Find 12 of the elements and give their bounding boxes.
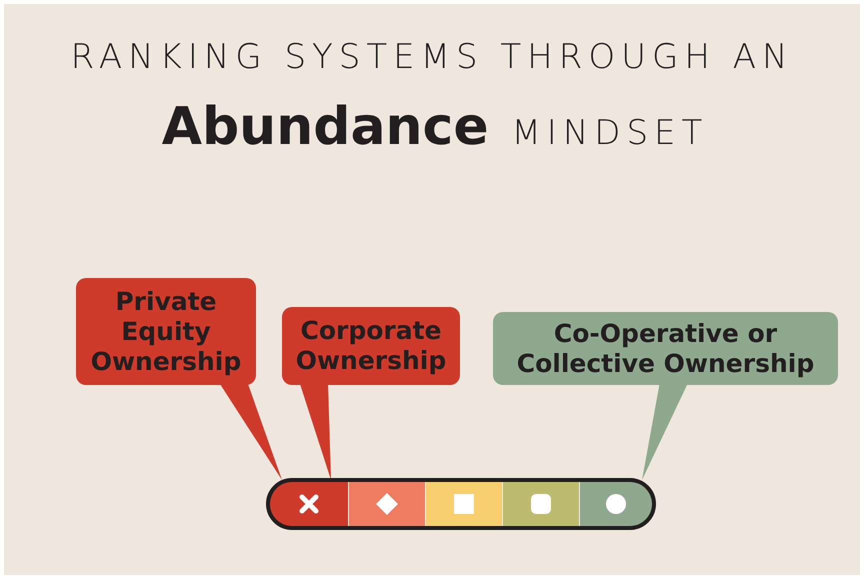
scale-segment bbox=[502, 482, 579, 526]
title: RANKING SYSTEMS THROUGH AN Abundance MINDSET bbox=[70, 36, 794, 159]
callout-pointer bbox=[300, 384, 331, 480]
scale-segment bbox=[579, 482, 652, 526]
callout-pointer bbox=[642, 384, 688, 480]
callout-pointer bbox=[220, 384, 282, 480]
callout-box: Corporate Ownership bbox=[282, 307, 460, 385]
callout-box: Private Equity Ownership bbox=[76, 278, 256, 385]
scale-bar bbox=[266, 478, 656, 530]
scale-segment bbox=[270, 482, 348, 526]
scale-segment bbox=[425, 482, 502, 526]
scale-segment bbox=[348, 482, 425, 526]
